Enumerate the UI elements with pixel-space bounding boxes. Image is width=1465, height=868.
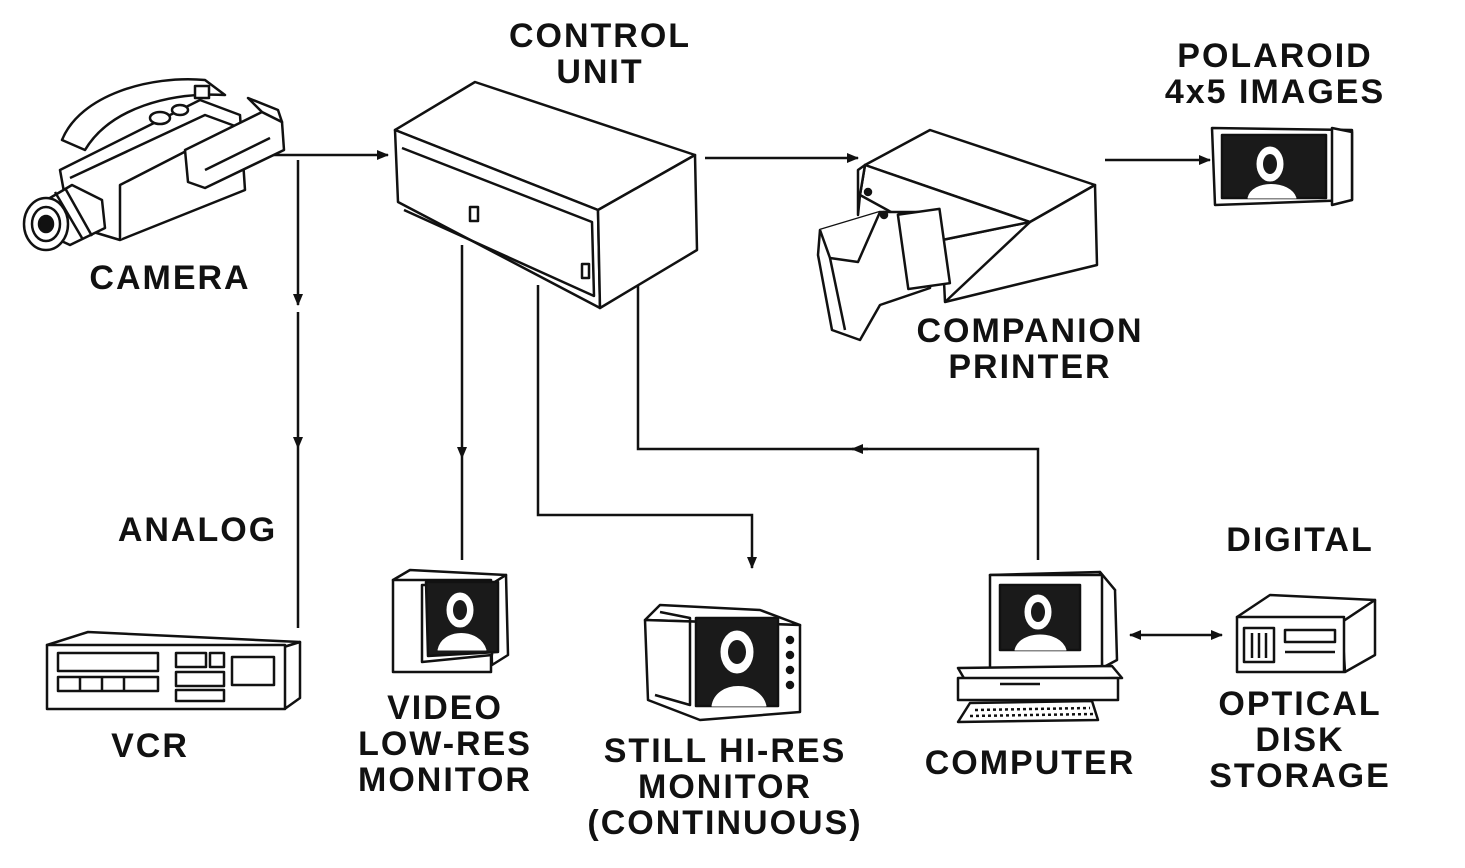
hi-res-monitor-icon: [643, 603, 802, 722]
optical-disk-icon: [1235, 593, 1377, 674]
camera-icon: [22, 78, 286, 252]
label-control-unit-line2: UNIT: [556, 53, 644, 91]
label-optical-line1: OPTICAL: [1218, 685, 1382, 723]
connectors: [255, 150, 1223, 640]
polaroid-image-icon: [1210, 126, 1354, 207]
label-computer: COMPUTER: [924, 744, 1136, 782]
printer-icon: [816, 128, 1099, 342]
label-printer-line1: COMPANION: [916, 312, 1144, 350]
low-res-monitor-icon: [391, 568, 510, 674]
label-polaroid-line1: POLAROID: [1177, 37, 1373, 75]
label-low-res-line2: LOW-RES: [358, 725, 532, 763]
label-hi-res-line3: (CONTINUOUS): [587, 804, 863, 842]
arrow-control-to-hires: [536, 285, 757, 569]
line-to-control: [636, 285, 852, 451]
label-analog: ANALOG: [117, 511, 278, 549]
label-optical-line3: STORAGE: [1209, 757, 1391, 795]
label-hi-res: STILL HI-RES MONITOR (CONTINUOUS): [570, 733, 880, 841]
line-computer-up: [852, 447, 1040, 560]
label-low-res: VIDEO LOW-RES MONITOR: [340, 690, 550, 798]
label-hi-res-line2: MONITOR: [638, 768, 812, 806]
label-optical-line2: DISK: [1255, 721, 1345, 759]
label-digital: DIGITAL: [1226, 521, 1374, 559]
control-unit-icon: [393, 80, 699, 310]
label-vcr: VCR: [111, 727, 189, 765]
label-low-res-line3: MONITOR: [358, 761, 532, 799]
label-hi-res-line1: STILL HI-RES: [603, 732, 847, 770]
label-control-unit-line1: CONTROL: [508, 17, 692, 55]
label-printer: COMPANION PRINTER: [890, 313, 1170, 385]
label-control-unit: CONTROL UNIT: [470, 18, 730, 90]
label-printer-line2: PRINTER: [948, 348, 1112, 386]
label-low-res-line1: VIDEO: [387, 689, 503, 727]
label-polaroid: POLAROID 4x5 IMAGES: [1140, 38, 1410, 110]
label-camera: CAMERA: [89, 259, 251, 297]
label-polaroid-line2: 4x5 IMAGES: [1164, 73, 1386, 111]
computer-icon: [956, 570, 1124, 724]
label-optical: OPTICAL DISK STORAGE: [1190, 686, 1410, 794]
vcr-icon: [45, 630, 302, 711]
